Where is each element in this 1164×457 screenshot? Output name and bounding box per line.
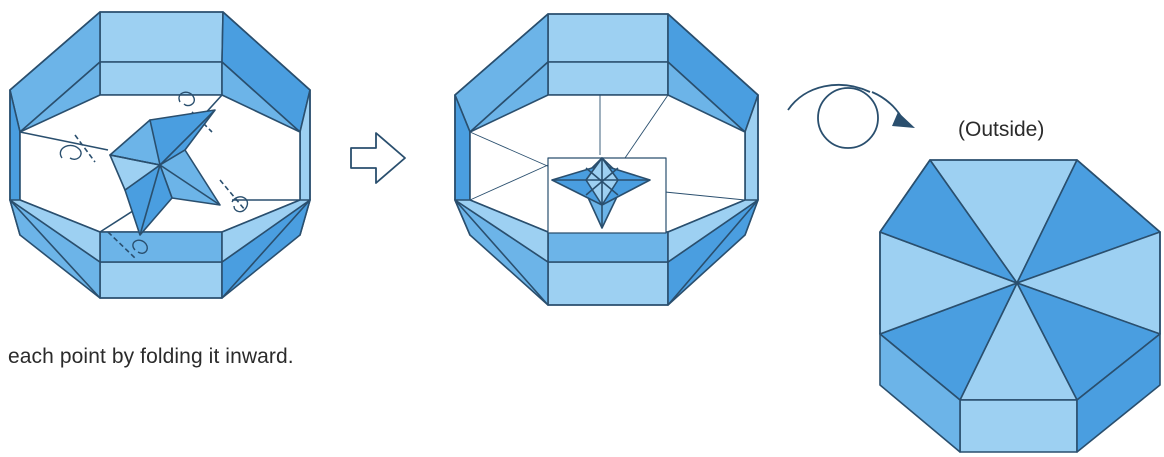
rim-top-back [548,14,668,62]
hollow-right-arrow-icon [351,133,405,183]
bottom-octagon [880,160,1160,400]
step1-box [10,12,310,298]
outside-label: (Outside) [958,118,1044,142]
step-caption: each point by folding it inward. [8,345,294,369]
band-inner-front [100,232,222,262]
outside-view [880,160,1160,452]
inner-back [100,62,222,95]
turn-over-arrow-icon [788,85,915,148]
band-front [100,262,222,298]
band-inner-front [548,232,668,262]
inner-back [548,62,668,95]
step2-box [455,14,758,305]
side-front [960,400,1077,452]
rim-top-back [100,12,223,62]
band-front [548,262,668,305]
